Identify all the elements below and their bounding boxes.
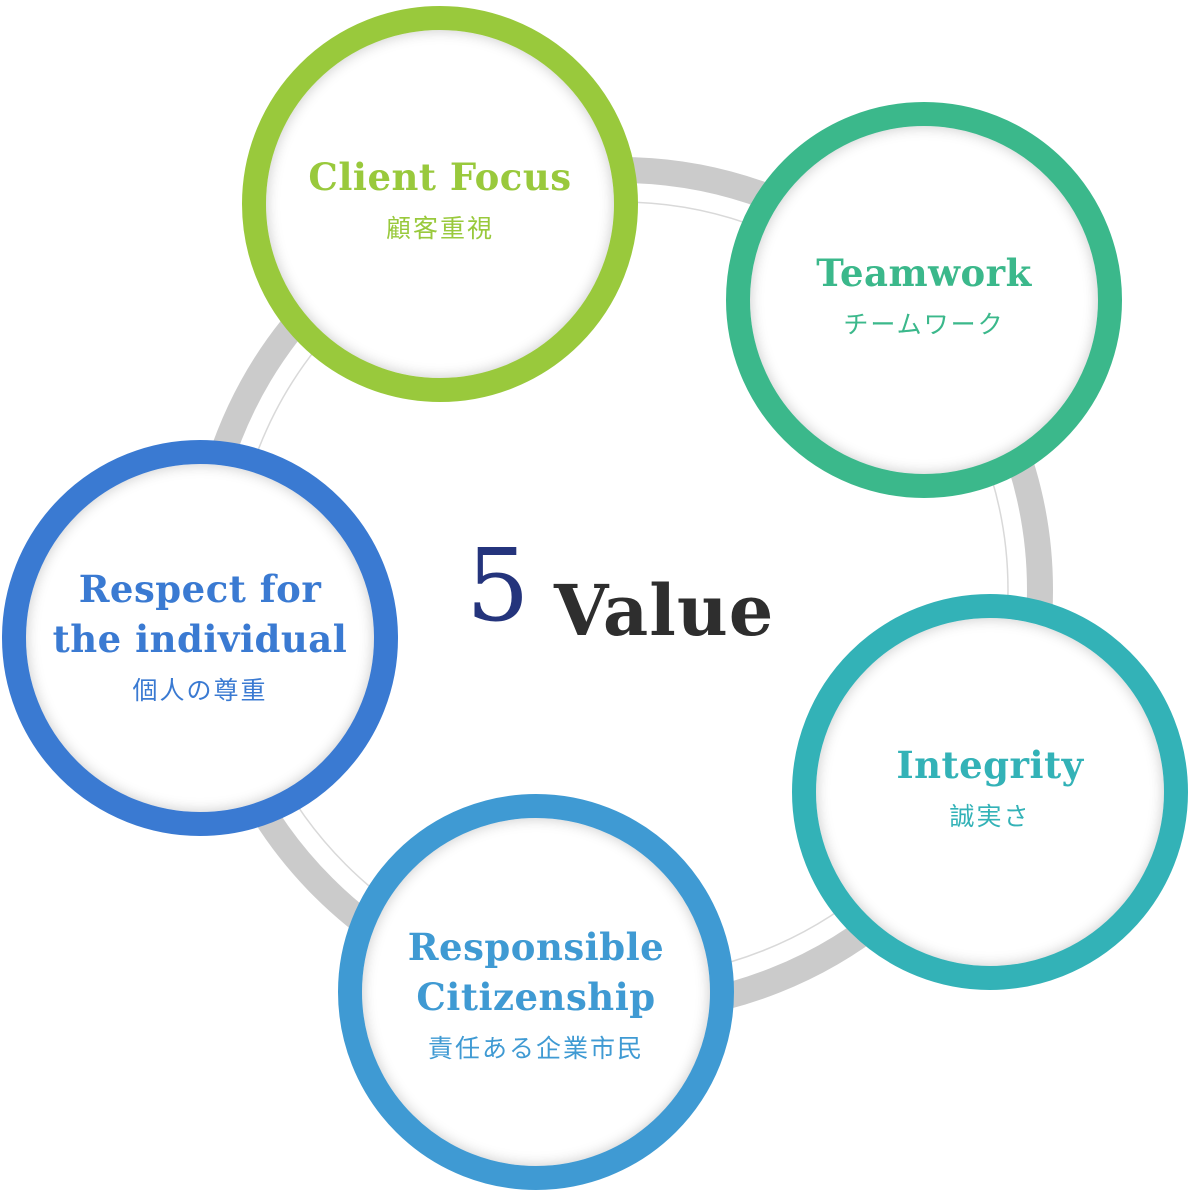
value-subtitle-integrity: 誠実さ xyxy=(949,802,1031,831)
value-title-teamwork: Teamwork xyxy=(816,251,1032,295)
center-title: 5 Value xyxy=(466,536,796,656)
value-title-integrity: Integrity xyxy=(896,743,1084,787)
value-subtitle-client-focus: 顧客重視 xyxy=(385,214,494,243)
value-node-teamwork: Teamwork チームワーク xyxy=(726,102,1122,498)
value-node-integrity: Integrity 誠実さ xyxy=(792,594,1188,990)
value-title-responsible-citizenship: Responsible Citizenship xyxy=(407,925,665,1019)
value-node-client-focus: Client Focus 顧客重視 xyxy=(242,6,638,402)
value-node-respect-for-individual: Respect for the individual 個人の尊重 xyxy=(2,440,398,836)
center-number: 5 xyxy=(466,527,530,644)
value-node-responsible-citizenship: Responsible Citizenship 責任ある企業市民 xyxy=(338,794,734,1190)
value-title-respect-for-individual: Respect for the individual xyxy=(52,567,348,661)
value-subtitle-respect-for-individual: 個人の尊重 xyxy=(132,676,268,705)
value-title-client-focus: Client Focus xyxy=(308,155,572,199)
value-subtitle-teamwork: チームワーク xyxy=(843,310,1005,339)
center-word: Value xyxy=(554,569,775,652)
value-subtitle-responsible-citizenship: 責任ある企業市民 xyxy=(427,1034,644,1063)
